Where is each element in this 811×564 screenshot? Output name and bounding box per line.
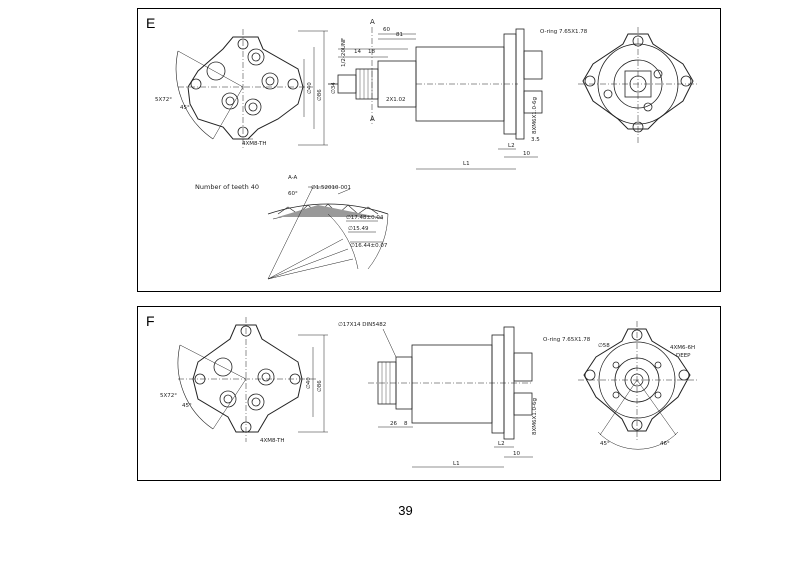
front-view-flange (175, 29, 328, 149)
dim-10: 10 (523, 151, 530, 157)
dim-d34: ∅34 (331, 82, 337, 94)
panel-letter-e: E (146, 15, 156, 31)
angle-45-f: 45° (182, 403, 192, 409)
section-aa-detail (267, 186, 389, 280)
dim-d15: ∅15.49 (348, 226, 369, 232)
dim-d16: ∅16.44±0.07 (350, 243, 388, 249)
dim-depth: DEEP (676, 353, 691, 359)
dim-14: 14 (354, 49, 361, 55)
port-thread-label: 1/2-20UNF (341, 38, 347, 67)
front-view-flange-f (177, 317, 328, 442)
side-view-motor-f (368, 326, 533, 468)
dim-10-f: 10 (513, 451, 520, 457)
side-view-motor (328, 27, 543, 170)
dim-60: 60 (383, 27, 390, 33)
angle-5x72-f: 5X72° (160, 393, 177, 399)
dim-d17: ∅17.48±0.04 (346, 215, 384, 221)
section-title: A-A (288, 175, 298, 181)
bolt-label: 4XM8-TH (242, 141, 267, 147)
dim-l2-f: L2 (498, 441, 505, 447)
dim-26: 26 (390, 421, 397, 427)
spline-label: ∅17X14 DIN5482 (338, 322, 386, 328)
rear-view-motor (578, 27, 698, 144)
dim-d86-f: ∅86 (317, 380, 323, 392)
angle-45-rear: 45° (600, 441, 610, 447)
dim-81: 81 (396, 32, 403, 38)
thread-label: 8XM6X1.0-6g (532, 97, 538, 134)
dim-4xm6: 4XM6-6H (670, 345, 695, 351)
page-number: 39 (398, 503, 413, 518)
dim-l1-f: L1 (453, 461, 460, 467)
oring-label: O-ring 7.65X1.78 (540, 29, 588, 35)
teeth-label: Number of teeth 40 (195, 183, 259, 191)
dim-keyway: ∅1.52010-001 (311, 185, 351, 191)
dim-18: 18 (368, 49, 375, 55)
dim-3-5: 3.5 (531, 137, 540, 143)
panel-e-drawing: A A A-A Number of teeth 40 60° 5X72° 45°… (155, 18, 698, 280)
section-mark-top: A (370, 18, 375, 26)
drawing-panel-f: F (137, 306, 721, 481)
section-mark-bottom: A (370, 115, 375, 123)
angle-5x72-label: 5X72° (155, 97, 172, 103)
angle-45-label: 45° (180, 105, 190, 111)
dim-d40-f: ∅40 (306, 377, 312, 389)
panel-letter-f: F (146, 313, 155, 329)
thread-label-f: 8XM6X1.0-6g (532, 398, 538, 435)
dim-d86: ∅86 (317, 89, 323, 101)
oring-label-f: O-ring 7.65X1.78 (543, 337, 591, 343)
dim-2x1: 2X1.02 (386, 97, 406, 103)
dim-d58: ∅58 (598, 343, 610, 349)
rear-view-motor-f (578, 321, 698, 450)
dim-l1: L1 (463, 161, 470, 167)
panel-f-drawing: ∅17X14 DIN5482 O-ring 7.65X1.78 4XM8-TH … (160, 317, 698, 468)
dim-8: 8 (404, 421, 408, 427)
dim-l2: L2 (508, 143, 515, 149)
bolt-label-f: 4XM8-TH (260, 438, 285, 444)
angle-60-label: 60° (288, 191, 298, 197)
drawing-panel-e: E (137, 8, 721, 292)
dim-d40: ∅40 (307, 82, 313, 94)
angle-46-rear: 46° (660, 441, 670, 447)
